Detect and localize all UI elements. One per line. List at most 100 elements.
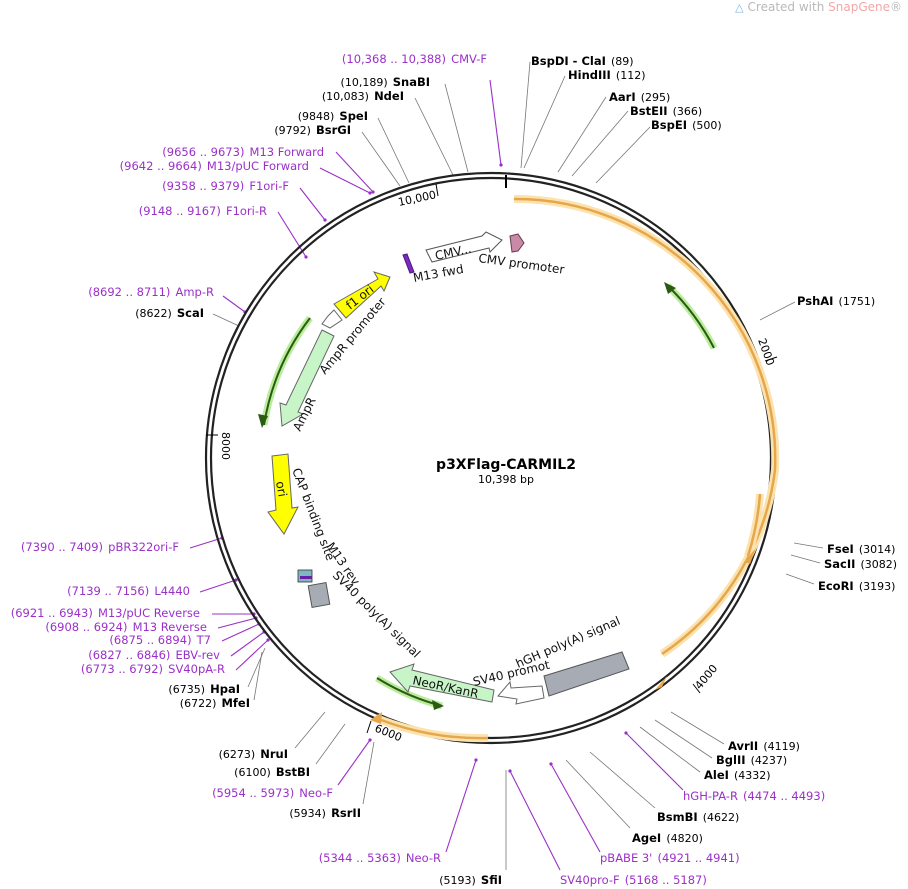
feature-sv40-polya[interactable]: SV40 poly(A) signal — [307, 568, 423, 661]
connector-spei — [377, 117, 410, 184]
site-label-agei[interactable]: AgeI (4820) — [632, 827, 703, 846]
site-label-bsteii[interactable]: BstEII (366) — [630, 100, 702, 119]
site-name: pBABE 3' — [600, 851, 652, 865]
feature-hgh-polya[interactable]: hGH poly(A) signal — [514, 614, 630, 697]
site-name: M13/pUC Reverse — [98, 606, 200, 620]
feature-sv40-promoter[interactable]: SV40 promoter — [0, 0, 551, 705]
connector-alei — [639, 726, 701, 773]
site-name: hGH-PA-R — [683, 789, 738, 803]
site-name: BstEII — [630, 104, 668, 118]
site-label-bglii[interactable]: BglII (4237) — [716, 749, 787, 768]
site-name: HpaI — [210, 682, 240, 696]
site-name: BstBI — [276, 765, 310, 779]
site-label-pshai[interactable]: PshAI (1751) — [797, 290, 875, 309]
connector-hghpar — [625, 732, 684, 791]
tick-4000: 4000 — [692, 662, 720, 694]
site-position: (5344 .. 5363) — [319, 851, 401, 865]
site-label-hindiii[interactable]: HindIII (112) — [568, 64, 646, 83]
primer-marker-f1orir — [304, 255, 308, 259]
primer-label-pbabe[interactable]: pBABE 3' (4921 .. 4941) — [600, 847, 740, 866]
primer-label-l4440[interactable]: (7139 .. 7156) L4440 — [67, 580, 190, 599]
site-name: BglII — [716, 753, 746, 767]
site-position: (5193) — [439, 874, 476, 887]
primer-label-f1orir[interactable]: (9148 .. 9167) F1ori-R — [139, 200, 267, 219]
site-label-ndei[interactable]: (10,083) NdeI — [322, 85, 404, 104]
site-label-mfei[interactable]: (6722) MfeI — [180, 692, 250, 711]
site-label-scai[interactable]: (8622) ScaI — [135, 302, 204, 321]
connector-sv40par — [235, 639, 269, 671]
site-label-bspdi[interactable]: BspDI - ClaI (89) — [531, 50, 634, 69]
site-name: F1ori-F — [249, 179, 289, 193]
primer-label-cmvf[interactable]: (10,368 .. 10,388) CMV-F — [342, 48, 487, 67]
site-label-bspei[interactable]: BspEI (500) — [651, 114, 722, 133]
site-position: (3014) — [859, 543, 896, 556]
primer-label-neor_p[interactable]: (5344 .. 5363) Neo-R — [319, 847, 441, 866]
site-label-hpai[interactable]: (6735) HpaI — [168, 678, 240, 697]
site-label-bsmbi[interactable]: BsmBI (4622) — [657, 806, 739, 825]
snapgene-branding: △Created with SnapGene® — [735, 0, 902, 14]
site-name: ScaI — [177, 306, 204, 320]
site-label-fsei[interactable]: FseI (3014) — [827, 538, 895, 557]
primer-label-f1orif[interactable]: (9358 .. 9379) F1ori-F — [162, 175, 289, 194]
site-name: M13/pUC Forward — [207, 159, 309, 173]
site-label-snabi[interactable]: (10,189) SnaBI — [341, 71, 430, 90]
site-label-ecori[interactable]: EcoRI (3193) — [818, 575, 895, 594]
svg-text:SV40 poly(A) signal: SV40 poly(A) signal — [330, 568, 423, 660]
svg-text:M13 fwd: M13 fwd — [412, 262, 465, 285]
primer-label-m13pucrev[interactable]: (6921 .. 6943) M13/pUC Reverse — [11, 602, 200, 621]
site-label-alei[interactable]: AleI (4332) — [704, 764, 771, 783]
site-label-aari[interactable]: AarI (295) — [609, 86, 670, 105]
primer-marker-m13f — [371, 190, 375, 194]
feature-m13-rev[interactable]: M13 rev — [297, 540, 363, 588]
site-position: (7390 .. 7409) — [21, 540, 103, 554]
primer-marker-neof — [368, 738, 372, 742]
primer-label-m13puc[interactable]: (9642 .. 9664) M13/pUC Forward — [120, 155, 309, 174]
primer-label-t7[interactable]: (6875 .. 6894) T7 — [109, 629, 211, 648]
primer-label-neof[interactable]: (5954 .. 5973) Neo-F — [212, 782, 333, 801]
carmil2-orf-feature[interactable] — [370, 194, 780, 743]
site-label-avrii[interactable]: AvrII (4119) — [728, 735, 800, 754]
connector-fsei — [793, 542, 824, 549]
connector-rsrii — [362, 741, 375, 805]
primer-label-ampr_p[interactable]: (8692 .. 8711) Amp-R — [88, 281, 214, 300]
feature-ori[interactable]: ori — [267, 453, 299, 535]
feature-label: CMV... — [434, 242, 473, 263]
primer-label-m13rev[interactable]: (6908 .. 6924) M13 Reverse — [45, 616, 207, 635]
site-name: NruI — [260, 747, 288, 761]
primer-label-ebv[interactable]: (6827 .. 6846) EBV-rev — [88, 644, 220, 663]
primer-label-m13f[interactable]: (9656 .. 9673) M13 Forward — [162, 141, 324, 160]
connector-bsmbi — [589, 751, 656, 809]
connector-avrii — [670, 711, 725, 745]
connector-cmvf — [489, 79, 502, 166]
primer-label-hghpar[interactable]: hGH-PA-R (4474 .. 4493) — [683, 785, 825, 804]
site-name: BspDI - ClaI — [531, 54, 606, 68]
site-position: (6100) — [234, 766, 271, 779]
connector-agei — [565, 759, 631, 829]
primer-marker-hghpar — [624, 731, 628, 735]
primer-marker-sv40prof — [508, 769, 512, 773]
connector-ebv — [230, 631, 265, 657]
primer-label-pbr[interactable]: (7390 .. 7409) pBR322ori-F — [21, 536, 179, 555]
site-label-bstbi[interactable]: (6100) BstBI — [234, 761, 310, 780]
site-label-spei[interactable]: (9848) SpeI — [298, 105, 368, 124]
site-name: pBR322ori-F — [108, 540, 179, 554]
site-label-sfii[interactable]: (5193) SfiI — [439, 869, 502, 888]
site-label-sacii[interactable]: SacII (3082) — [824, 553, 897, 572]
connector-sv40prof — [509, 770, 561, 871]
site-position: (6735) — [168, 683, 205, 696]
primer-marker-sv40par — [266, 638, 270, 642]
site-label-bsrgi[interactable]: (9792) BsrGI — [274, 119, 351, 138]
connector-pshai — [759, 301, 796, 321]
site-name: SV40pA-R — [168, 662, 225, 676]
primer-label-sv40prof[interactable]: SV40pro-F (5168 .. 5187) — [560, 869, 707, 888]
site-position: (9656 .. 9673) — [162, 145, 244, 159]
connector-t7 — [221, 623, 260, 642]
site-position: (10,368 .. 10,388) — [342, 52, 446, 66]
site-label-rsrii[interactable]: (5934) RsrII — [289, 802, 361, 821]
site-name: FseI — [827, 542, 854, 556]
primer-label-sv40par[interactable]: (6773 .. 6792) SV40pA-R — [81, 658, 225, 677]
connector-snabi — [444, 83, 469, 173]
site-label-nrui[interactable]: (6273) NruI — [219, 743, 288, 762]
site-position: (5954 .. 5973) — [212, 786, 294, 800]
